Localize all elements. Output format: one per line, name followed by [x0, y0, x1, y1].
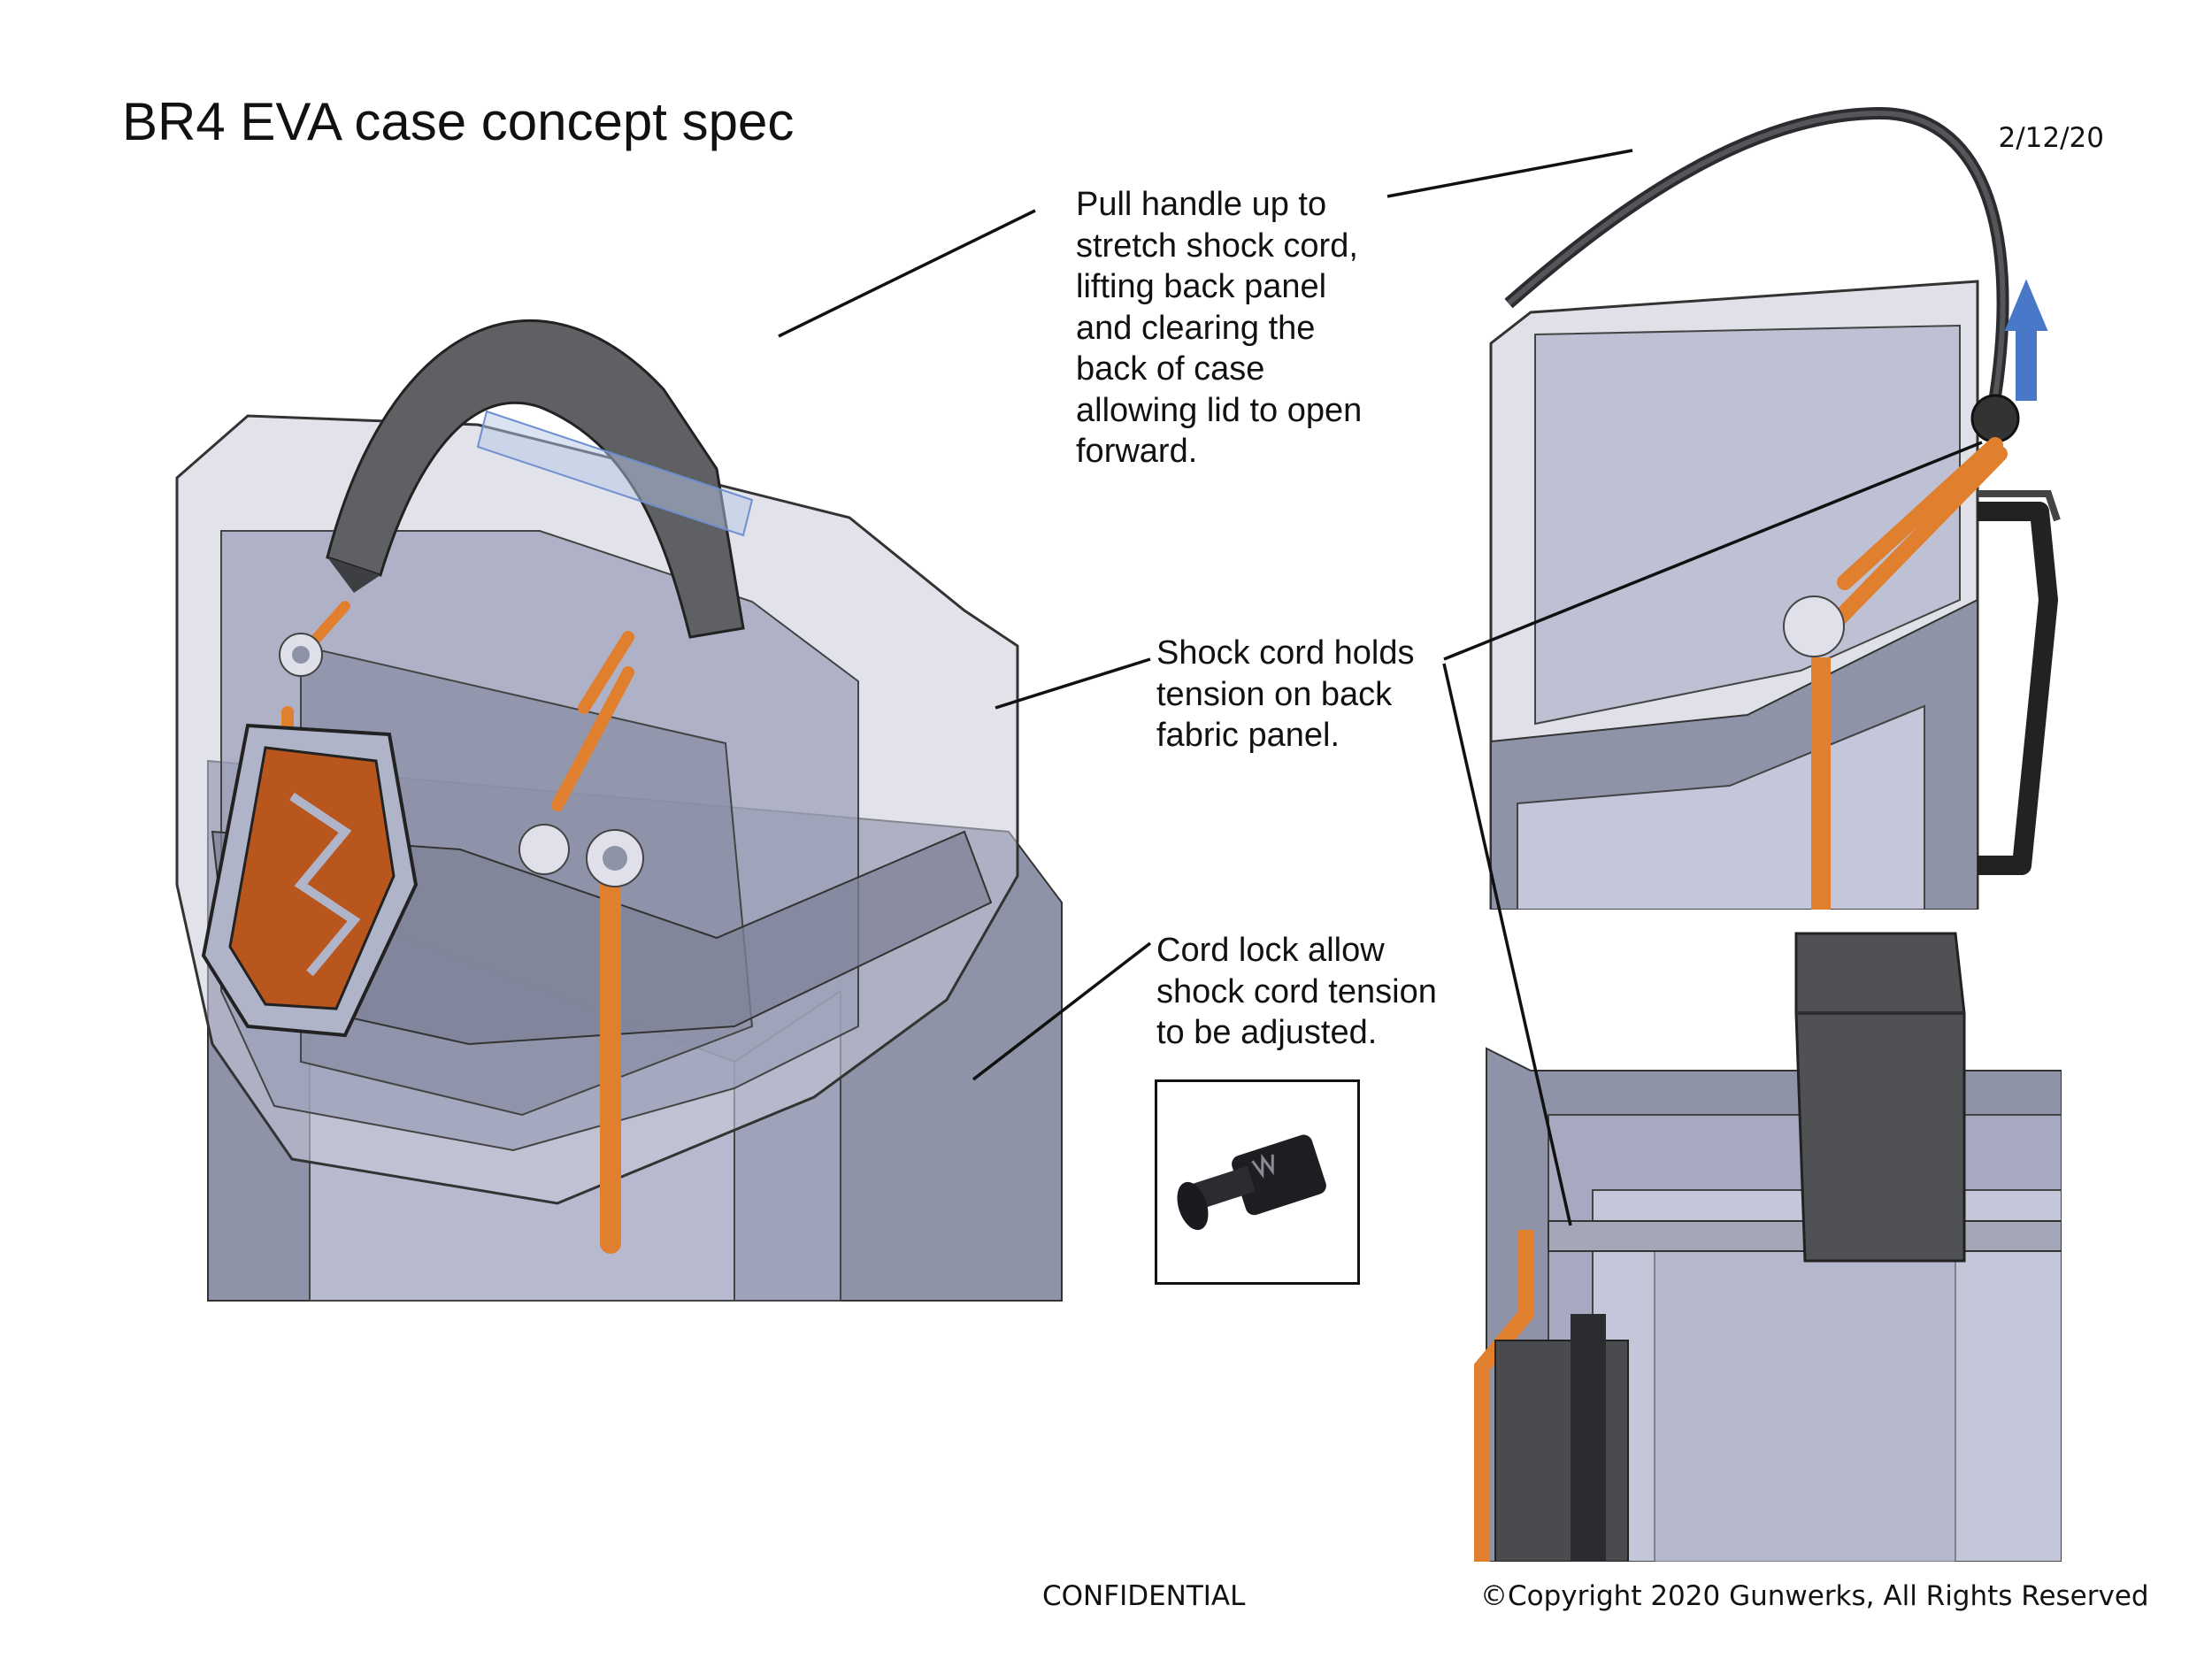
callout-line: back of case: [1076, 350, 1265, 388]
callout-line: forward.: [1076, 433, 1198, 470]
callout-line: shock cord tension: [1156, 972, 1437, 1010]
cord-lock-inset: [1155, 1079, 1360, 1285]
main-case-render: [175, 319, 1063, 1302]
page-title: BR4 EVA case concept spec: [122, 92, 795, 151]
detail-render-cord-routing: [1474, 932, 2062, 1562]
callout-line: to be adjusted.: [1156, 1014, 1378, 1051]
cord-lock-icon: [1177, 1134, 1326, 1231]
callout-line: Pull handle up to: [1076, 186, 1327, 223]
callout-cord-lock: Cord lock allow shock cord tension to be…: [1156, 930, 1437, 1054]
gunwerks-flame-logo-icon: [201, 723, 419, 1038]
copyright-notice: ©Copyright 2020 Gunwerks, All Rights Res…: [1480, 1580, 2149, 1612]
callout-line: stretch shock cord,: [1076, 227, 1358, 265]
callout-line: lifting back panel: [1076, 268, 1327, 305]
confidential-label: CONFIDENTIAL: [1042, 1580, 1246, 1612]
callout-line: and clearing the: [1076, 309, 1316, 347]
callout-line: Cord lock allow: [1156, 932, 1385, 969]
callout-line: allowing lid to open: [1076, 391, 1363, 429]
arrow-up-icon: [2004, 279, 2048, 401]
callout-line: tension on back: [1156, 675, 1393, 713]
callout-handle: Pull handle up to stretch shock cord, li…: [1076, 184, 1362, 472]
callout-line: Shock cord holds: [1156, 634, 1415, 672]
spec-date: 2/12/20: [1998, 122, 2104, 154]
callout-shock-cord: Shock cord holds tension on back fabric …: [1156, 633, 1415, 757]
side-view-render-lifted-handle: [1489, 106, 2061, 910]
callout-line: fabric panel.: [1156, 717, 1340, 754]
